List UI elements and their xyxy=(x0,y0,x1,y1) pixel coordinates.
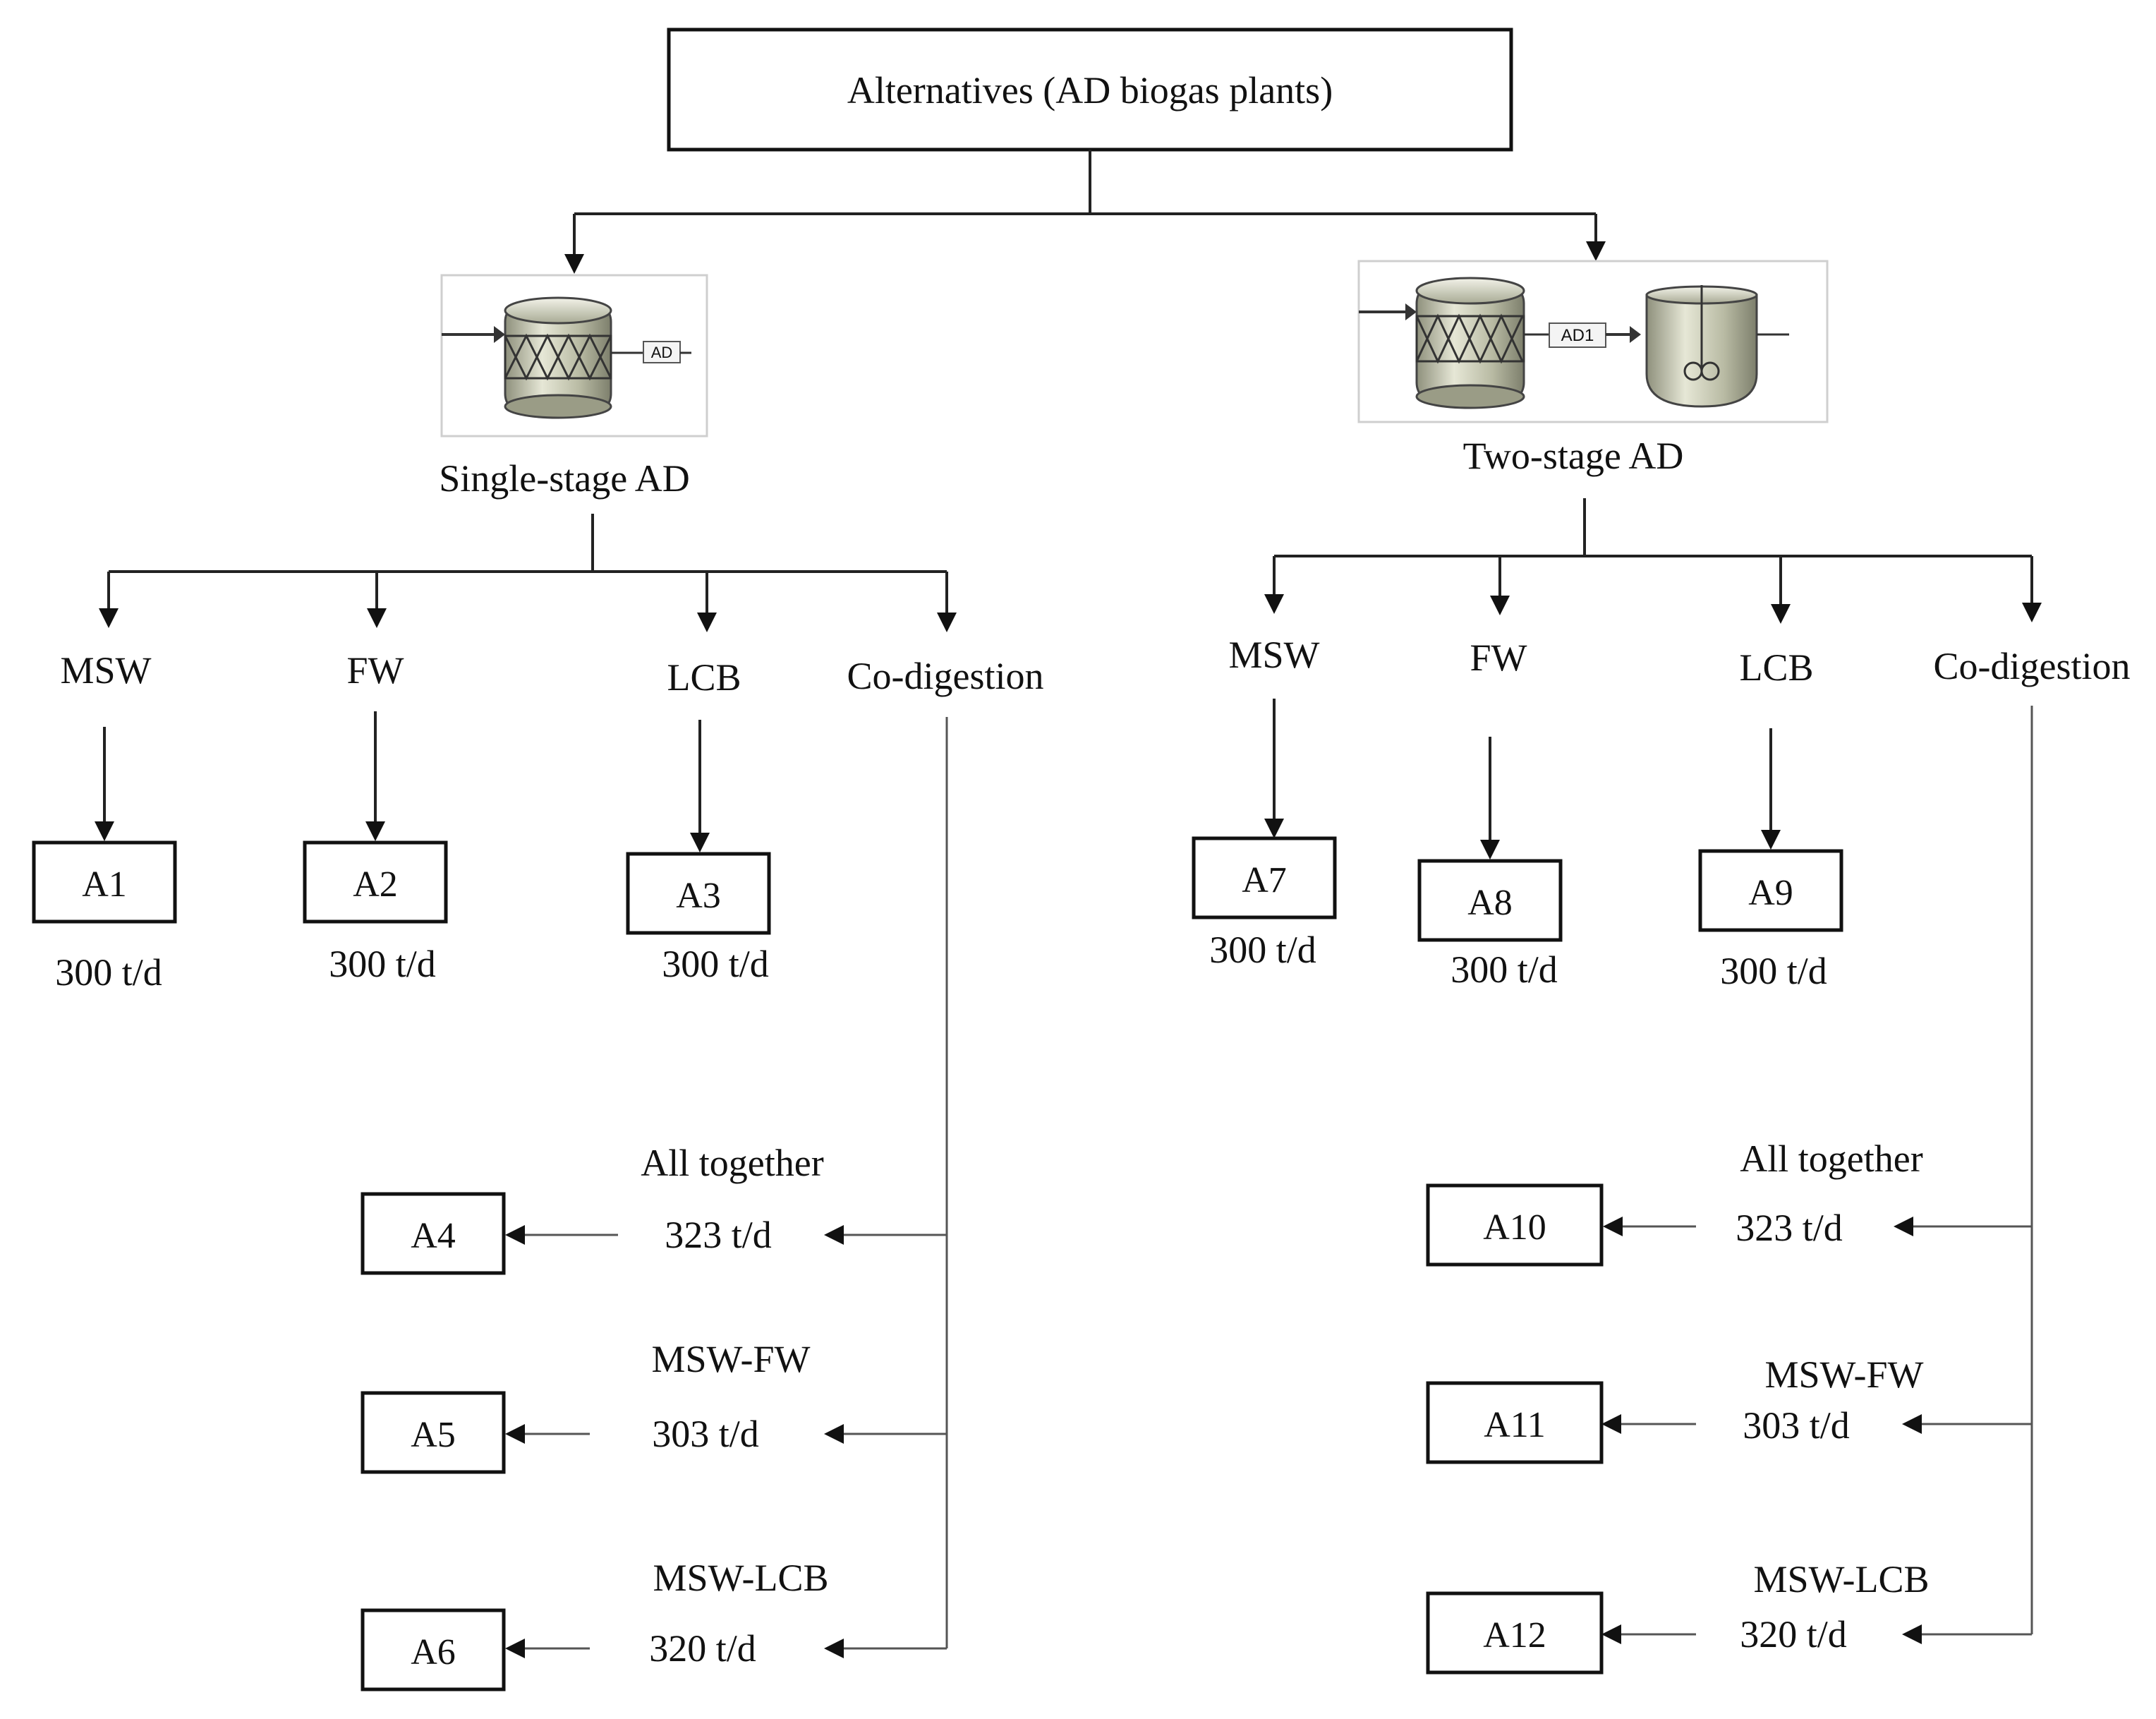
alternative-a8-label: A8 xyxy=(1467,883,1513,923)
alternative-a5-label: A5 xyxy=(411,1415,456,1455)
arrow-down-icon xyxy=(1761,830,1781,850)
codigestion-label-msw-fw: MSW-FW xyxy=(1764,1353,1923,1396)
codigestion-label-all-together: All together xyxy=(1740,1138,1922,1180)
title-box: Alternatives (AD biogas plants) xyxy=(667,28,1513,152)
arrow-left-icon xyxy=(824,1225,844,1245)
alternative-a11: A11 xyxy=(1426,1381,1604,1464)
alternative-a10: A10 xyxy=(1426,1183,1604,1267)
arrow-left-icon xyxy=(1603,1217,1623,1236)
codigestion-capacity-a12: 320 t/d xyxy=(1740,1613,1847,1655)
two-stage-splitter xyxy=(1264,498,2042,624)
feed-label-lcb: LCB xyxy=(667,656,741,699)
feed-label-msw: MSW xyxy=(1228,634,1319,676)
single-stage-splitter xyxy=(99,514,957,632)
codigestion-label-msw-lcb: MSW-LCB xyxy=(1753,1558,1929,1600)
alternative-a8: A8 xyxy=(1417,859,1563,942)
codigestion-label-msw-lcb: MSW-LCB xyxy=(653,1557,828,1599)
arrow-down-icon xyxy=(99,608,119,628)
alternative-a12: A12 xyxy=(1426,1591,1604,1675)
arrow-left-icon xyxy=(824,1424,844,1444)
two-stage-feed-arrows xyxy=(1264,699,1781,860)
arrow-down-icon xyxy=(937,613,957,632)
arrow-down-icon xyxy=(1586,241,1606,261)
two-stage-stream-tag: AD1 xyxy=(1561,326,1594,345)
alternative-a10-label: A10 xyxy=(1483,1207,1546,1248)
alternative-a4-label: A4 xyxy=(411,1216,456,1256)
alternative-a3: A3 xyxy=(626,852,771,935)
arrow-down-icon xyxy=(1771,604,1791,624)
feed-label-msw: MSW xyxy=(60,649,151,692)
feed-label-co-digestion: Co-digestion xyxy=(1934,645,2131,687)
capacity-a1: 300 t/d xyxy=(55,951,162,994)
alternative-a12-label: A12 xyxy=(1483,1615,1546,1655)
arrow-left-icon xyxy=(1601,1624,1621,1644)
arrow-down-icon xyxy=(2022,603,2042,622)
feed-label-co-digestion: Co-digestion xyxy=(847,655,1044,697)
two-stage-label: Two-stage AD xyxy=(1463,435,1684,477)
feed-label-fw: FW xyxy=(347,649,404,692)
arrow-left-icon xyxy=(505,1424,525,1444)
arrow-down-icon xyxy=(365,821,385,841)
alternative-a6-label: A6 xyxy=(411,1632,456,1672)
feed-label-lcb: LCB xyxy=(1739,646,1813,689)
alternative-a9: A9 xyxy=(1698,849,1843,932)
arrow-left-icon xyxy=(1601,1414,1621,1434)
alternative-a1-label: A1 xyxy=(82,864,127,905)
arrow-down-icon xyxy=(1264,819,1284,838)
codigestion-label-msw-fw: MSW-FW xyxy=(651,1338,810,1380)
alternative-a3-label: A3 xyxy=(676,876,721,916)
arrow-left-icon xyxy=(505,1225,525,1245)
single-stage-stream-tag: AD xyxy=(651,344,673,361)
arrow-left-icon xyxy=(505,1639,525,1658)
codigestion-capacity-a4: 323 t/d xyxy=(665,1214,772,1256)
codigestion-capacity-a10: 323 t/d xyxy=(1736,1207,1843,1249)
alternative-a2-label: A2 xyxy=(353,864,398,905)
capacity-a7: 300 t/d xyxy=(1209,929,1316,971)
arrow-left-icon xyxy=(1902,1414,1922,1434)
arrow-down-icon xyxy=(1490,596,1510,615)
top-connector xyxy=(564,150,1606,274)
arrow-down-icon xyxy=(564,254,584,274)
capacity-a2: 300 t/d xyxy=(329,943,436,985)
feed-label-fw: FW xyxy=(1470,637,1527,679)
arrow-left-icon xyxy=(824,1639,844,1658)
single-stage-reactor-icon: AD xyxy=(440,274,708,438)
arrow-left-icon xyxy=(1902,1624,1922,1644)
alternative-a4: A4 xyxy=(361,1192,506,1275)
codigestion-label-all-together: All together xyxy=(641,1142,823,1184)
capacity-a3: 300 t/d xyxy=(662,943,769,985)
arrow-down-icon xyxy=(1264,594,1284,614)
diagram-title: Alternatives (AD biogas plants) xyxy=(847,69,1333,111)
codigestion-capacity-a6: 320 t/d xyxy=(649,1627,756,1670)
capacity-a8: 300 t/d xyxy=(1451,948,1558,991)
alternative-a1: A1 xyxy=(32,840,177,924)
single-stage-codigestion-lines xyxy=(505,717,948,1658)
alternative-a7: A7 xyxy=(1192,836,1337,919)
arrow-down-icon xyxy=(1480,840,1500,860)
arrow-down-icon xyxy=(690,833,710,852)
single-stage-label: Single-stage AD xyxy=(439,457,689,500)
two-stage-codigestion-lines xyxy=(1601,706,2033,1644)
alternative-a6: A6 xyxy=(361,1608,506,1691)
single-stage-feed-arrows xyxy=(95,711,710,852)
codigestion-capacity-a5: 303 t/d xyxy=(652,1413,759,1455)
arrow-left-icon xyxy=(1894,1217,1913,1236)
two-stage-reactor-icon: AD1 xyxy=(1357,260,1829,423)
capacity-a9: 300 t/d xyxy=(1720,950,1827,992)
arrow-down-icon xyxy=(697,613,717,632)
alternative-a2: A2 xyxy=(303,840,448,924)
alternative-a9-label: A9 xyxy=(1748,873,1793,913)
arrow-down-icon xyxy=(95,821,114,841)
arrow-down-icon xyxy=(367,608,387,628)
alternative-a7-label: A7 xyxy=(1242,860,1287,900)
alternative-a11-label: A11 xyxy=(1484,1405,1546,1445)
codigestion-capacity-a11: 303 t/d xyxy=(1743,1404,1850,1447)
alternative-a5: A5 xyxy=(361,1391,506,1474)
